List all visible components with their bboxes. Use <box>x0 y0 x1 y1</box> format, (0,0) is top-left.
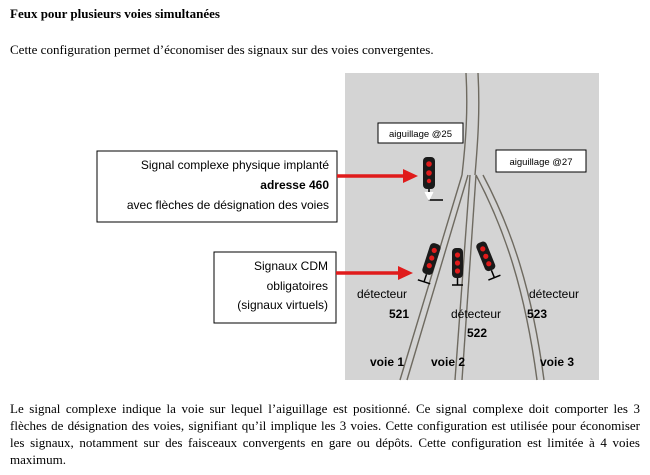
cdm-signal-3 <box>476 241 501 281</box>
switch-25-box <box>377 122 464 144</box>
detector-523-label: détecteur <box>529 287 579 301</box>
physical-signal <box>423 157 443 202</box>
switch-25-label: aiguillage @25 <box>389 129 452 140</box>
track-3-rail-left <box>475 174 538 381</box>
detector-522-number: 522 <box>467 326 487 340</box>
callout-cdm-box <box>213 251 337 324</box>
callout-physical-line2: adresse 460 <box>260 178 329 192</box>
track-3-label: voie 3 <box>540 355 574 369</box>
track-1-label: voie 1 <box>370 355 404 369</box>
track-1-rail-right <box>406 174 469 381</box>
track-diagram: aiguillage @25 aiguillage @27 Sign <box>96 72 599 381</box>
callout-cdm-arrow <box>336 266 413 280</box>
detector-523-number: 523 <box>527 307 547 321</box>
callout-physical-arrow <box>337 169 418 183</box>
tracks <box>399 72 545 381</box>
callout-cdm-line2: obligatoires <box>267 279 328 293</box>
main-track-rail-right <box>474 72 480 176</box>
explanation-paragraph: Le signal complexe indique la voie sur l… <box>10 401 640 467</box>
detector-522-label: détecteur <box>451 307 501 321</box>
callout-cdm-line3: (signaux virtuels) <box>237 298 328 312</box>
callout-physical-box <box>96 150 338 223</box>
callout-cdm-line1: Signaux CDM <box>254 259 328 273</box>
track-3-rail-right <box>482 174 545 381</box>
track-2-rail-right <box>461 174 477 381</box>
switch-27-label: aiguillage @27 <box>510 157 573 168</box>
track-2-rail-left <box>454 174 471 381</box>
callout-physical-line1: Signal complexe physique implanté <box>141 158 329 172</box>
track-1-rail-left <box>399 174 463 381</box>
track-2-label: voie 2 <box>431 355 465 369</box>
detector-521-label: détecteur <box>357 287 407 301</box>
callout-physical-line3: avec flèches de désignation des voies <box>127 198 329 212</box>
section-heading: Feux pour plusieurs voies simultanées <box>10 6 220 21</box>
cdm-signal-2 <box>452 248 463 286</box>
main-track-rail-left <box>461 72 468 176</box>
detector-521-number: 521 <box>389 307 409 321</box>
cdm-signal-1 <box>417 243 441 285</box>
intro-text: Cette configuration permet d’économiser … <box>10 42 434 57</box>
switch-27-box <box>495 149 587 173</box>
